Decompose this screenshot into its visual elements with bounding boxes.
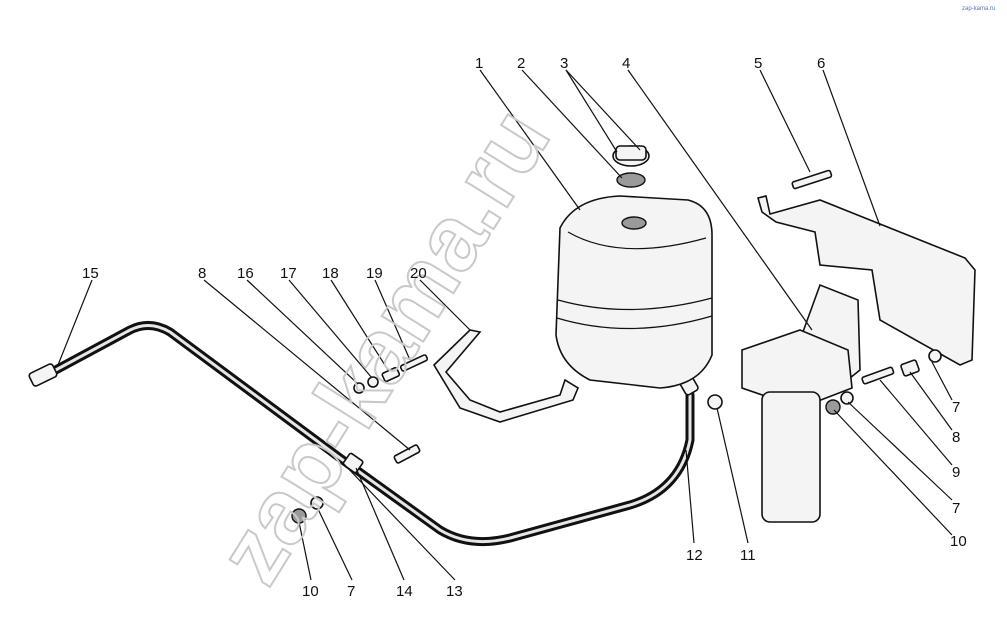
callout-8-right: 8	[952, 429, 960, 446]
callout-1: 1	[475, 55, 483, 72]
callout-7-right: 7	[952, 500, 960, 517]
callout-15: 15	[82, 265, 99, 282]
callout-3: 3	[560, 55, 568, 72]
washer-17	[367, 376, 379, 388]
hose-end-fitting	[28, 363, 58, 387]
cap-gasket	[616, 172, 646, 188]
bolt-5	[791, 169, 833, 190]
nut-10-right	[825, 399, 841, 415]
bolt-9	[861, 366, 895, 385]
callout-6: 6	[817, 55, 825, 72]
leader-lines	[57, 69, 953, 581]
callout-labels: 1 2 3 4 5 6 15 8 16 17 18 19 20 7 8 9 7 …	[82, 55, 967, 600]
callout-13: 13	[446, 583, 463, 600]
fitting-18	[381, 366, 401, 383]
callout-17: 17	[280, 265, 297, 282]
callout-18: 18	[322, 265, 339, 282]
callout-8-left: 8	[198, 265, 206, 282]
fuel-tank	[555, 195, 713, 389]
callout-7-upper: 7	[952, 399, 960, 416]
mounting-plate	[757, 169, 976, 385]
callout-9: 9	[952, 464, 960, 481]
stud-19	[399, 354, 429, 372]
watermark: zap-kama.ru	[198, 91, 569, 600]
bushing-8-right	[900, 359, 920, 377]
filter-head	[741, 329, 853, 409]
nut-16	[353, 382, 365, 394]
callout-10-left: 10	[302, 583, 319, 600]
filler-cap	[612, 145, 650, 188]
callout-10-right: 10	[950, 533, 967, 550]
filter-bowl	[761, 391, 821, 523]
callout-7-left: 7	[347, 583, 355, 600]
callout-20: 20	[410, 265, 427, 282]
callout-16: 16	[237, 265, 254, 282]
callout-5: 5	[754, 55, 762, 72]
callout-4: 4	[622, 55, 630, 72]
corner-logo: zap-kama.ru	[962, 6, 995, 12]
tank-filler-neck	[621, 216, 647, 230]
bolt-8-left	[393, 444, 421, 464]
callout-14: 14	[396, 583, 413, 600]
washer-7-right	[840, 391, 854, 405]
callout-12: 12	[686, 547, 703, 564]
callout-19: 19	[366, 265, 383, 282]
fuel-filter	[707, 283, 861, 523]
tank-strap-bracket	[432, 329, 580, 423]
fastener-set-left	[291, 354, 429, 524]
washer-7-upper	[928, 349, 942, 363]
callout-11: 11	[740, 547, 756, 564]
washer-7-left	[310, 496, 324, 510]
callout-2: 2	[517, 55, 525, 72]
banjo-washer-11	[707, 394, 723, 410]
